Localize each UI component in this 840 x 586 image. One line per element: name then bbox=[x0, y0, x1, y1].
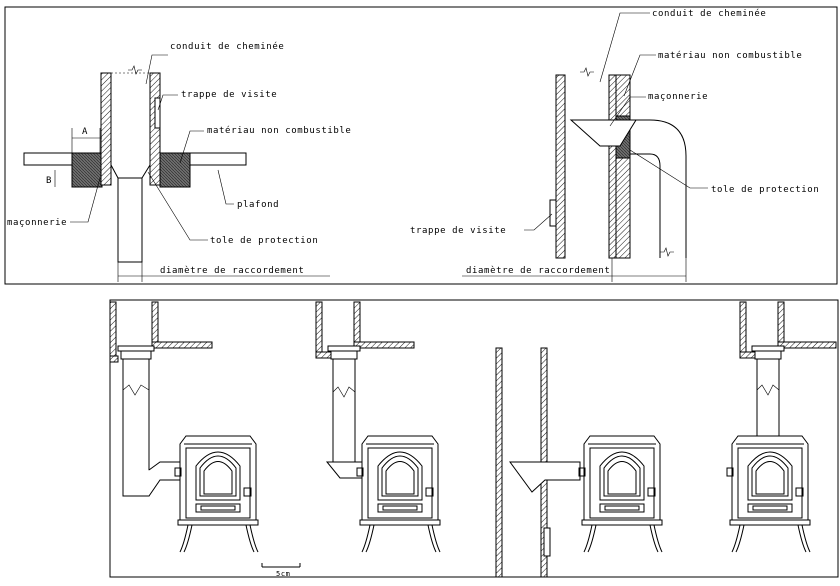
scale-label: 5cm bbox=[276, 570, 290, 578]
bottom-panel-frame bbox=[109, 299, 839, 578]
install-rear-elbow bbox=[109, 301, 259, 553]
tl-trappe-label: trappe de visite bbox=[181, 90, 277, 100]
tr-diametre-label: diamètre de raccordement bbox=[466, 265, 610, 276]
tl-diametre-label: diamètre de raccordement bbox=[160, 265, 304, 276]
install-vertical-flue bbox=[726, 301, 837, 553]
tl-materiau-label: matériau non combustible bbox=[207, 125, 351, 136]
install-wall-chimney bbox=[495, 347, 663, 578]
tl-plafond-label: plafond bbox=[237, 200, 279, 210]
tr-trappe-label: trappe de visite bbox=[410, 226, 506, 236]
tl-conduit-label: conduit de cheminée bbox=[170, 41, 284, 52]
wall-penetration-detail: conduit de cheminée matériau non combust… bbox=[410, 8, 819, 282]
install-top-connection bbox=[315, 301, 441, 553]
tr-tole-label: tole de protection bbox=[711, 185, 819, 195]
tl-maconnerie-label: maçonnerie bbox=[7, 218, 67, 228]
scale-bar: 5cm bbox=[261, 563, 301, 578]
tl-tole-label: tole de protection bbox=[210, 236, 318, 246]
dim-a-label: A bbox=[82, 127, 88, 137]
dim-b-label: B bbox=[46, 176, 52, 186]
ceiling-crossing-detail: A B conduit de cheminée trappe de visite… bbox=[7, 41, 351, 282]
top-panel-frame bbox=[4, 6, 838, 285]
tr-maconnerie-label: maçonnerie bbox=[648, 92, 708, 102]
tr-conduit-label: conduit de cheminée bbox=[652, 8, 766, 19]
tr-materiau-label: matériau non combustible bbox=[658, 50, 802, 61]
